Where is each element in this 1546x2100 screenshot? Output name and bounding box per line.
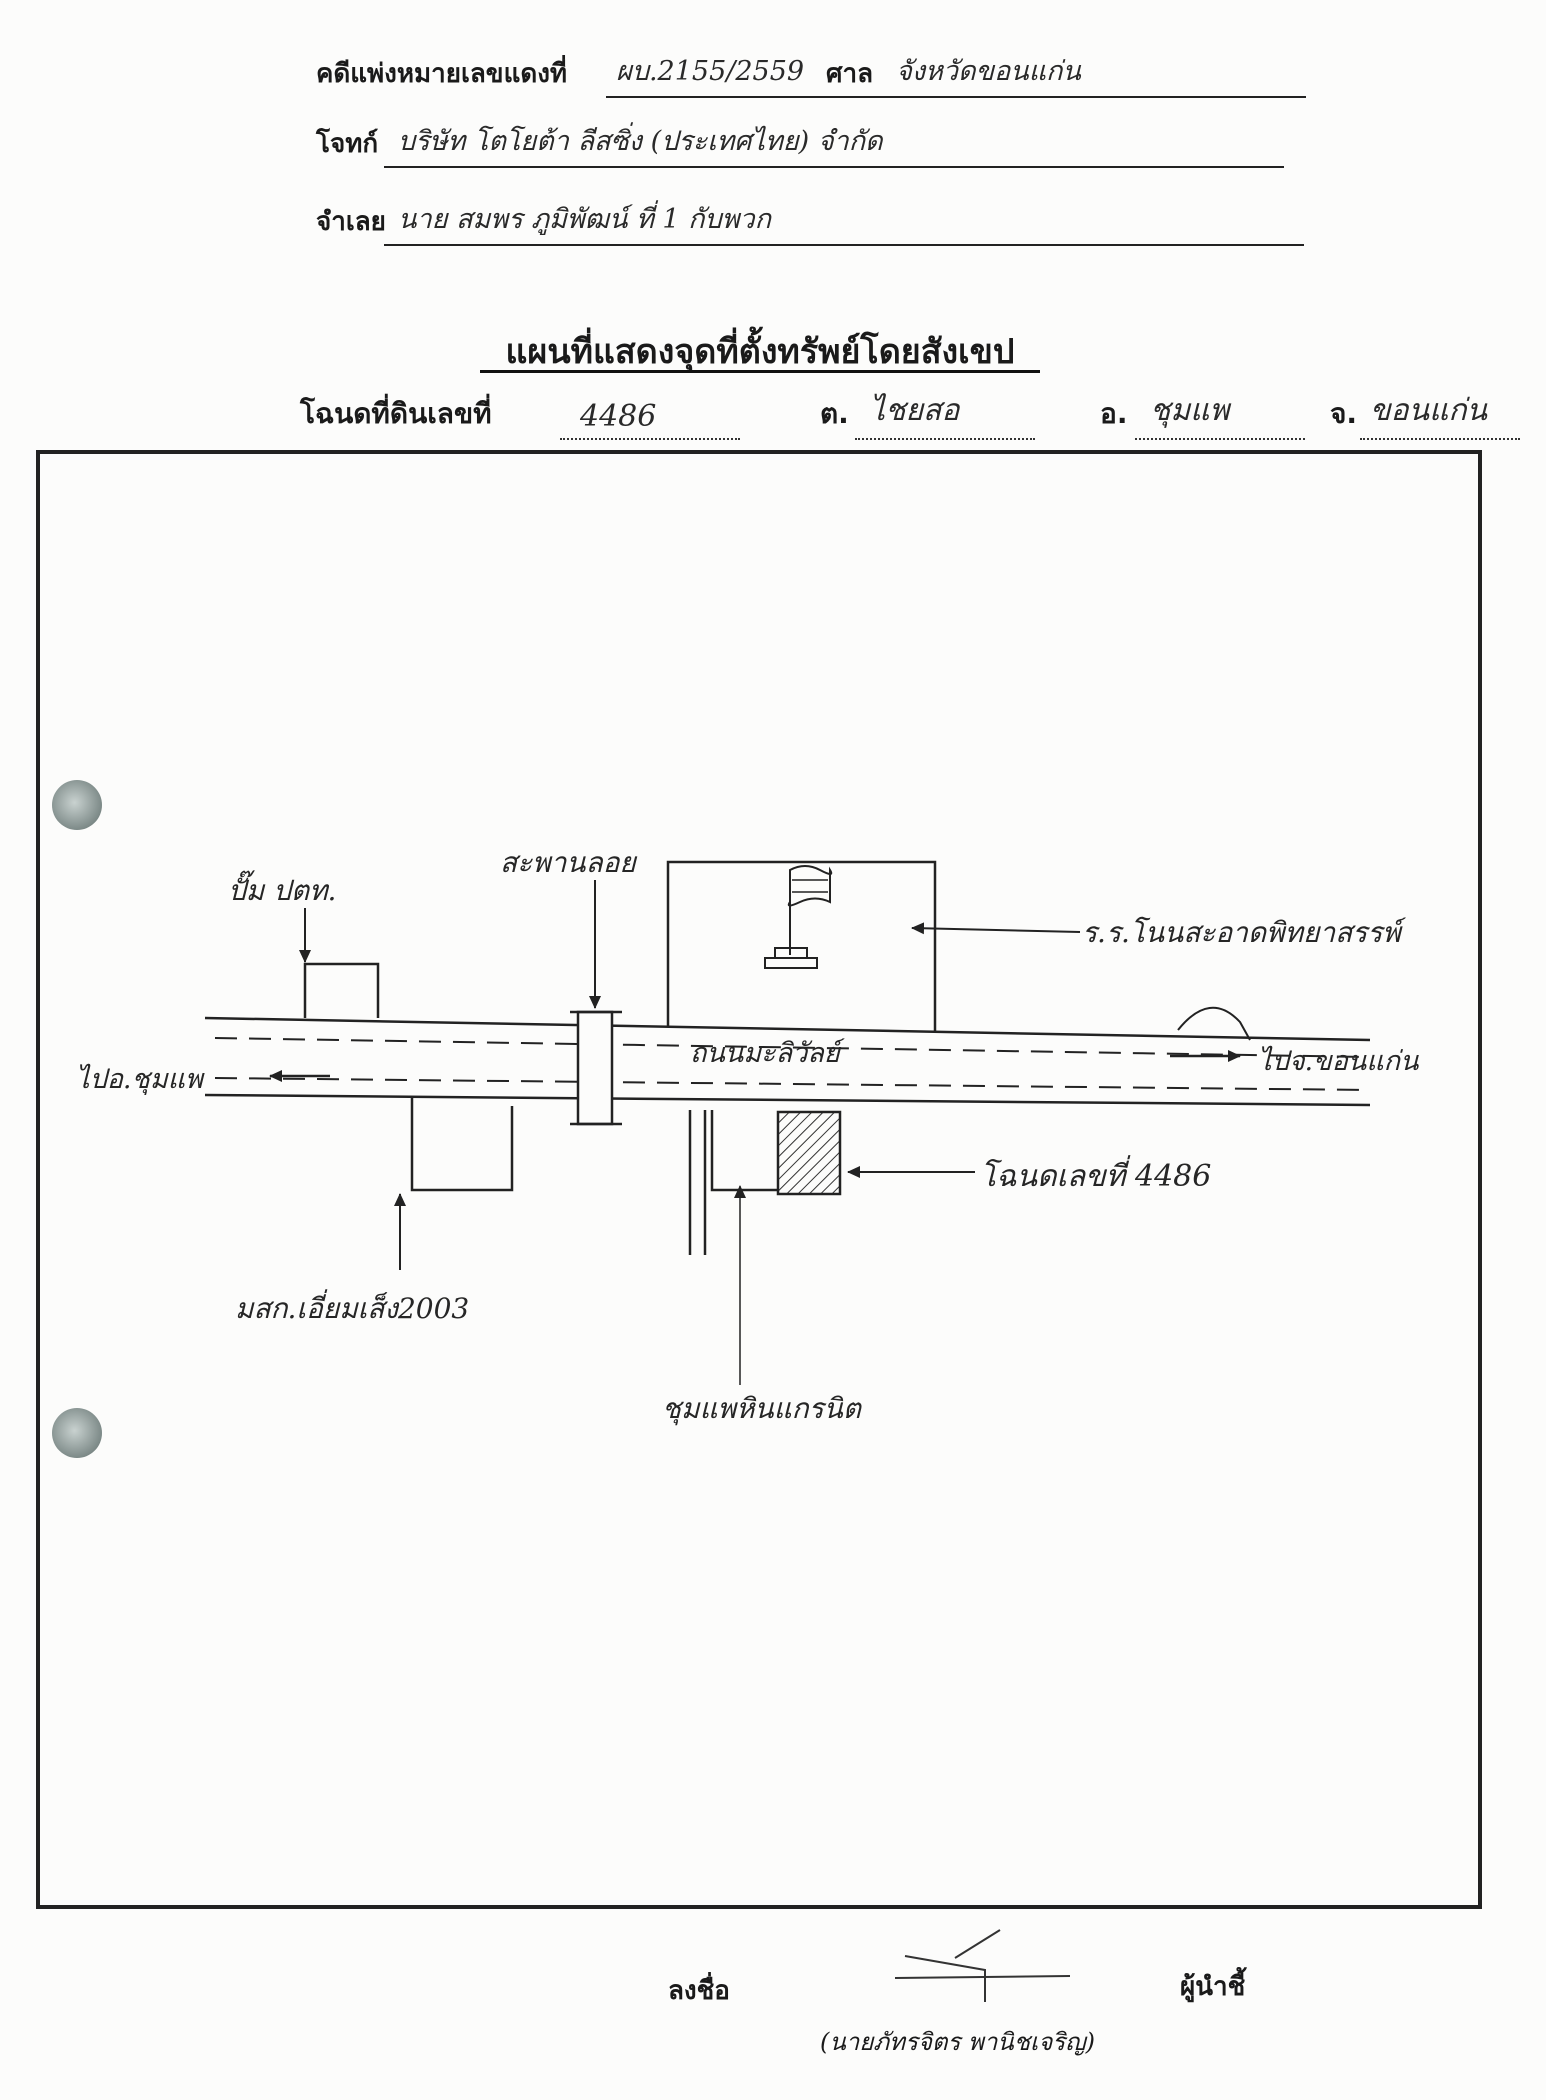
punch-hole-top: [52, 780, 102, 830]
court-label: ศาล: [826, 59, 874, 89]
location-row: โฉนดที่ดินเลขที่ 4486 ต. ไชยสอ อ. ชุมแพ …: [0, 393, 1546, 442]
role-label: ผู้นำชี้: [1180, 1972, 1246, 2002]
school-pointer: [911, 922, 1081, 935]
to-khonkaen-label: ไปจ.ขอนแก่น: [1258, 1045, 1420, 1077]
province-value: ขอนแก่น: [1370, 393, 1488, 428]
overpass-structure: [576, 1010, 614, 1126]
signature-mark: [894, 1929, 1071, 2002]
defendant-label: จำเลย: [316, 207, 386, 237]
district-label: อ.: [1100, 397, 1128, 430]
housing-outline: [410, 1098, 514, 1192]
granite-outline: [710, 1110, 778, 1192]
land-plot-label: โฉนดเลขที่ 4486: [980, 1155, 1211, 1194]
defendant-value: นาย สมพร ภูมิพัฒน์ ที่ 1 กับพวก: [398, 204, 771, 235]
road-edge-bottom: [204, 1093, 1371, 1107]
to-chumphae-label: ไปอ.ชุมแพ: [76, 1063, 205, 1096]
province-underline: [1360, 438, 1520, 440]
road-lane-line-2: [214, 1077, 1371, 1091]
plaintiff-underline: [384, 166, 1284, 168]
pump-station-outline: [303, 962, 380, 1018]
deed-underline: [560, 438, 740, 440]
pump-label: ปั๊ม ปตท.: [228, 870, 336, 907]
map-title: แผนที่แสดงจุดที่ตั้งทรัพย์โดยสังเขป: [505, 332, 1015, 372]
plaintiff-row: โจทก์ บริษัท โตโยต้า ลีสซิ่ง (ประเทศไทย)…: [316, 126, 1286, 170]
granite-label: ชุมแพหินแกรนิต: [662, 1392, 863, 1426]
housing-label: มสก.เอี่ยมเส็ง2003: [235, 1289, 469, 1325]
subdistrict-label: ต.: [820, 397, 849, 430]
district-underline: [1135, 438, 1305, 440]
district-value: ชุมแพ: [1150, 393, 1230, 428]
map-title-underline: [480, 370, 1040, 373]
subdistrict-value: ไชยสอ: [870, 393, 960, 428]
case-number-value: ผบ.2155/2559: [616, 56, 805, 87]
road-edge-top: [204, 1016, 1371, 1042]
overpass-label: สะพานลอย: [500, 846, 637, 879]
punch-hole-bottom: [52, 1408, 102, 1458]
deed-value: 4486: [580, 399, 657, 434]
plaintiff-label: โจทก์: [316, 129, 379, 159]
plaintiff-value: บริษัท โตโยต้า ลีสซิ่ง (ประเทศไทย) จำกัด: [398, 126, 883, 157]
map-frame: [36, 450, 1482, 1909]
road-lane-line-1: [214, 1037, 1371, 1058]
school-outline: [666, 860, 937, 1032]
road-curve-mark: [1177, 1006, 1251, 1041]
defendant-row: จำเลย นาย สมพร ภูมิพัฒน์ ที่ 1 กับพวก: [316, 204, 1306, 248]
road-label: ถนนมะลิวัลย์: [690, 1038, 846, 1069]
subdistrict-underline: [855, 438, 1035, 440]
case-number-row: คดีแพ่งหมายเลขแดงที่ ผบ.2155/2559 ศาล จั…: [316, 56, 1306, 100]
court-value: จังหวัดขอนแก่น: [896, 56, 1081, 87]
province-label: จ.: [1330, 397, 1358, 430]
school-label: ร.ร.โนนสะอาดพิทยาสรรพ์: [1082, 916, 1407, 949]
signature-block: ลงชื่อ ผู้นำชี้ (นายภัทรจิตร พานิชเจริญ): [0, 1940, 1546, 2060]
case-number-underline: [606, 96, 1306, 98]
case-number-label: คดีแพ่งหมายเลขแดงที่: [316, 59, 568, 89]
sign-label: ลงชื่อ: [668, 1976, 730, 2006]
defendant-underline: [384, 244, 1304, 246]
signer-name: (นายภัทรจิตร พานิชเจริญ): [820, 2028, 1095, 2056]
deed-label: โฉนดที่ดินเลขที่: [300, 397, 492, 430]
land-plot-hatched: [776, 1110, 842, 1196]
flag-icon: [764, 865, 833, 969]
